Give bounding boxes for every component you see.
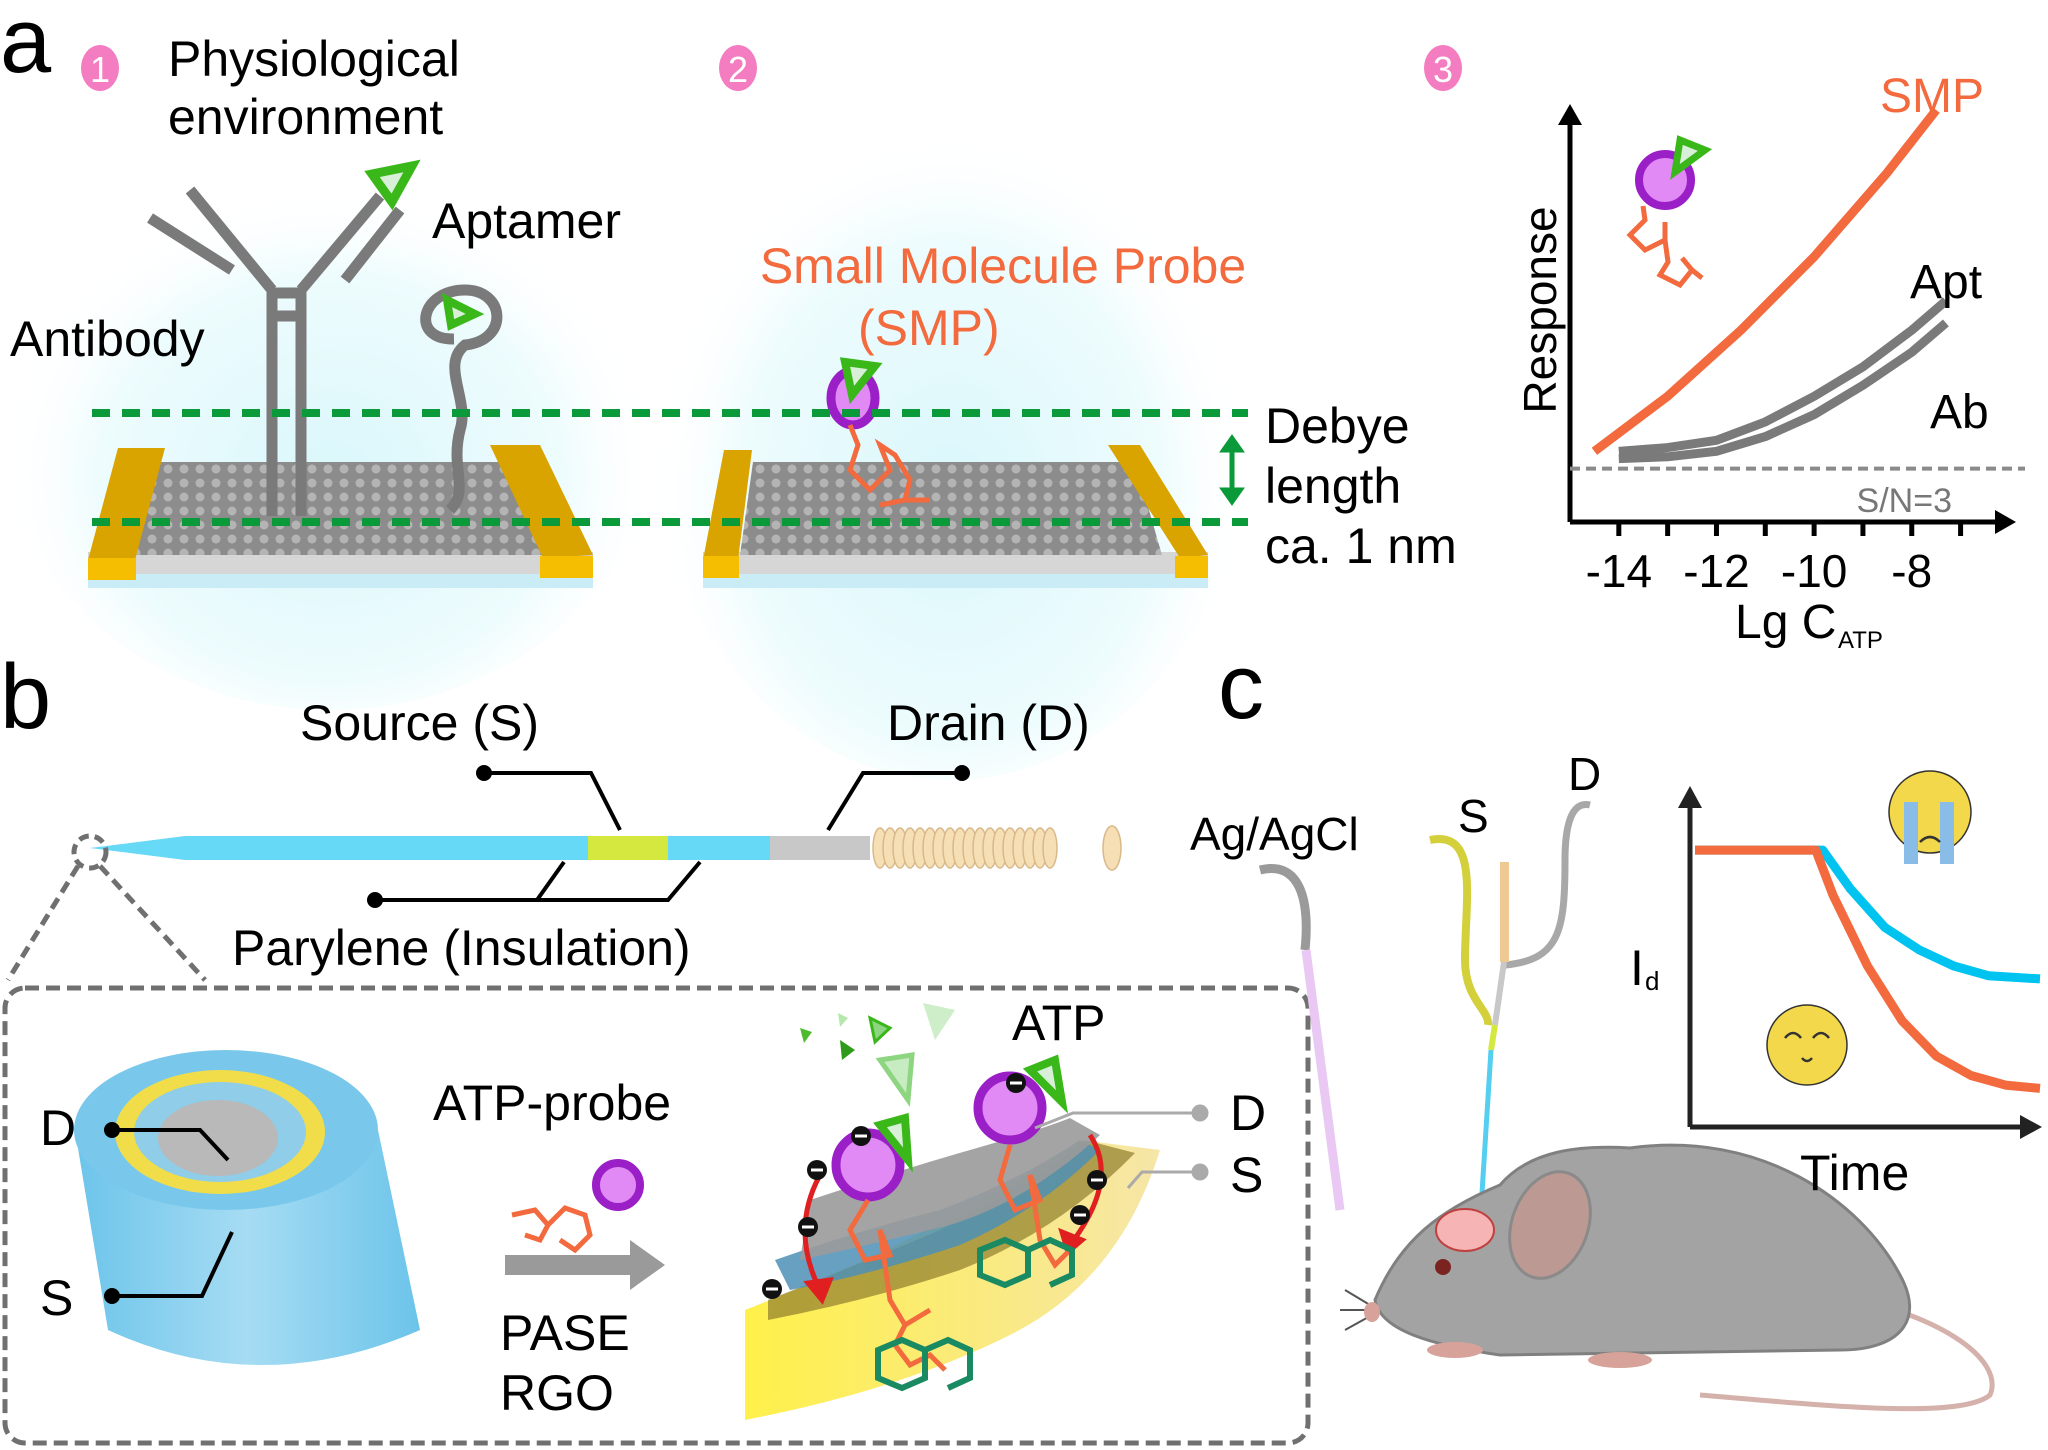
happy-face-icon <box>1766 1004 1848 1086</box>
d-wire <box>1504 801 1591 969</box>
step-badge-1: 1 <box>81 45 119 91</box>
x-axis-label-subscript: ATP <box>1838 627 1883 654</box>
physiological-glow-2 <box>650 60 1250 780</box>
fragment-s-label: S <box>1230 1147 1263 1203</box>
series-line-smp <box>1591 107 1940 455</box>
antibody-label: Antibody <box>10 311 205 367</box>
ag-agcl-wire <box>1258 864 1311 951</box>
s-wire-label: S <box>1458 790 1489 842</box>
fragment-leader-lines <box>1034 1104 1209 1189</box>
reference-electrode <box>1301 949 1345 1211</box>
current-time-chart: I d Time <box>1630 770 2042 1201</box>
env-label-line2: environment <box>168 89 443 145</box>
tip-s-label: S <box>40 1270 73 1326</box>
negative-charges <box>762 1073 1107 1299</box>
fet-device-2 <box>703 445 1208 588</box>
fet-device-1 <box>88 445 593 588</box>
x-axis-arrow-icon <box>1995 510 2016 534</box>
step-badge-2: 2 <box>719 45 757 91</box>
atp-probe-icon <box>511 1159 644 1254</box>
aptamer-label: Aptamer <box>432 193 621 249</box>
atp-label: ATP <box>1012 995 1106 1051</box>
drain-label: Drain (D) <box>887 695 1090 751</box>
probe-label: ATP-probe <box>433 1075 671 1131</box>
ref-electrode-label: Ag/AgCl <box>1190 808 1359 860</box>
coil-turn <box>1042 827 1058 869</box>
svg-text:1: 1 <box>90 49 110 90</box>
y-axis-label-subscript: d <box>1645 966 1659 996</box>
sad-face-icon <box>1888 770 1972 864</box>
pase-label: PASE <box>500 1305 630 1361</box>
fragment-d-label: D <box>1230 1085 1266 1141</box>
coil-connector-small <box>1500 862 1509 962</box>
series-line-orange <box>1695 845 2041 1093</box>
debye-label-line2: length <box>1265 458 1401 514</box>
debye-label: Debye <box>1265 398 1410 454</box>
step-badge-3: 3 <box>1424 45 1462 91</box>
y-axis-label: Response <box>1514 206 1566 413</box>
series-line-ab <box>1618 319 1949 464</box>
d-wire-label: D <box>1568 748 1601 800</box>
mouse-illustration <box>1340 1143 1995 1412</box>
debye-label-line3: ca. 1 nm <box>1265 518 1457 574</box>
atp-target-icon <box>364 159 421 211</box>
y-axis-arrow-icon <box>1558 104 1582 125</box>
needle-drain <box>1492 961 1507 1026</box>
tip-d-label: D <box>40 1100 76 1156</box>
x-tick-label: -14 <box>1586 545 1652 597</box>
s-wire <box>1429 835 1493 1026</box>
source-label: Source (S) <box>300 695 539 751</box>
process-arrow-icon <box>505 1240 665 1290</box>
x-axis-label: Lg C <box>1735 596 1836 649</box>
series-line-cyan <box>1695 845 2041 984</box>
debye-arrow-icon <box>1219 434 1245 506</box>
y-axis-label: I <box>1630 940 1644 996</box>
atp-molecules <box>800 1003 955 1108</box>
x-tick-label: -12 <box>1683 545 1749 597</box>
leader-lines <box>367 765 970 908</box>
series-line-apt <box>1618 297 1949 456</box>
panel-letter-b: b <box>0 646 51 748</box>
coil-end <box>1102 825 1122 871</box>
smp-label: Small Molecule Probe <box>760 238 1246 294</box>
zoom-line-left <box>5 864 81 982</box>
smp-label-line2: (SMP) <box>858 300 1000 356</box>
env-label: Physiological <box>168 31 460 87</box>
zoom-inset-box <box>2 985 1311 1446</box>
aptamer-icon <box>420 284 503 514</box>
antibody-icon <box>147 186 405 516</box>
source-segment <box>588 836 668 860</box>
zoom-source-circle <box>71 833 109 871</box>
rgo-label: RGO <box>500 1365 614 1421</box>
parylene-label: Parylene (Insulation) <box>232 920 691 976</box>
x-axis-arrow-icon <box>2020 1115 2042 1139</box>
x-axis-label: Time <box>1800 1145 1909 1201</box>
x-tick-label: -8 <box>1891 545 1932 597</box>
panel-letter-c: c <box>1218 636 1264 738</box>
zoom-line-right <box>98 864 207 982</box>
tip-leader-lines <box>104 1122 234 1304</box>
series-label-apt: Apt <box>1910 256 1982 309</box>
needle-source <box>1488 1024 1498 1051</box>
snr-threshold-label: S/N=3 <box>1857 482 1952 520</box>
series-label-smp: SMP <box>1880 70 1984 123</box>
y-axis-arrow-icon <box>1678 786 1702 808</box>
small-molecule-probe-icon <box>1626 135 1713 289</box>
electrode-fragment <box>745 1118 1160 1420</box>
needle-electrode <box>90 825 1122 871</box>
svg-text:3: 3 <box>1433 49 1453 90</box>
x-tick-label: -10 <box>1781 545 1847 597</box>
drain-segment <box>770 836 870 860</box>
series-label-ab: Ab <box>1930 386 1989 439</box>
electrode-tip-icon <box>74 1050 420 1365</box>
coil-connector <box>872 825 1122 871</box>
svg-text:2: 2 <box>728 49 748 90</box>
panel-letter-a: a <box>0 0 52 92</box>
